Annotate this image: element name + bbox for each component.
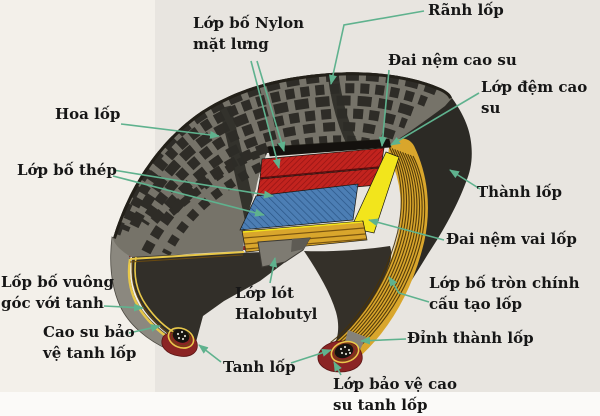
leader-lop-bo-tron	[388, 276, 430, 303]
tire-interior	[131, 251, 300, 346]
leader-dinh-thanh-lop	[360, 336, 407, 345]
label-lop-bo-vuong: Lốp bố vuông góc với tanh	[1, 273, 114, 312]
label-tanh-lop: Tanh lốp	[223, 358, 296, 376]
label-lop-dem-cao-su: Lớp đệm cao su	[481, 78, 588, 117]
leader-cao-su-bao-ve	[128, 324, 161, 334]
leader-lop-lot	[269, 257, 278, 284]
bead-wires	[339, 345, 352, 356]
leader-lop-dem-cao-su	[390, 92, 480, 146]
leader-ranh-lop	[329, 10, 425, 85]
leader-dai-nem-cao-su	[378, 69, 390, 147]
label-lop-bao-ve: Lớp bảo vệ cao su tanh lốp	[333, 375, 458, 414]
leader-lop-bo-thep-2	[112, 175, 265, 217]
label-cao-su-bao-ve: Cao su bảo vệ tanh lốp	[43, 323, 137, 362]
leader-tanh-lop-left	[198, 344, 222, 363]
sidewall	[330, 98, 472, 360]
label-dinh-thanh-lop: Đỉnh thành lốp	[407, 329, 534, 347]
label-dai-nem-cao-su: Đai nệm cao su	[388, 51, 517, 69]
leader-lines	[103, 10, 481, 376]
leader-tanh-lop-right	[290, 348, 332, 364]
leader-thanh-lop	[449, 169, 481, 190]
bead-bundle	[172, 329, 190, 343]
cushion-strip-black	[267, 138, 392, 157]
right-bead	[317, 330, 366, 373]
sidewall-inner-face	[304, 246, 392, 346]
label-hoa-lop: Hoa lốp	[55, 105, 121, 123]
label-lop-lot: Lớp lót Halobutyl	[235, 284, 318, 323]
leader-dai-nem-vai-lop	[368, 218, 445, 241]
leader-nylon-2	[250, 60, 281, 169]
leader-nylon-1	[256, 60, 286, 152]
left-bead	[161, 327, 198, 357]
shoulder-wedge-yellow	[350, 151, 400, 234]
label-lop-bo-nylon: Lớp bố Nylon mặt lưng	[193, 14, 305, 53]
label-lop-bo-thep: Lớp bố thép	[17, 161, 117, 179]
leader-hoa-lop	[120, 123, 220, 139]
leader-lop-bo-vuong	[103, 303, 144, 312]
label-lop-bo-tron: Lớp bố tròn chính cấu tạo lốp	[429, 274, 580, 313]
leader-lop-bao-ve	[333, 361, 342, 376]
leader-lop-bo-thep-1	[112, 169, 274, 199]
label-ranh-lop: Rãnh lốp	[428, 1, 504, 19]
bead-bundle	[334, 343, 354, 359]
bead-apex-gray	[345, 330, 366, 350]
tread	[113, 72, 452, 257]
bead-wires	[176, 330, 187, 341]
label-dai-nem-vai-lop: Đai nệm vai lốp	[446, 230, 577, 248]
label-thanh-lop: Thành lốp	[477, 183, 563, 201]
